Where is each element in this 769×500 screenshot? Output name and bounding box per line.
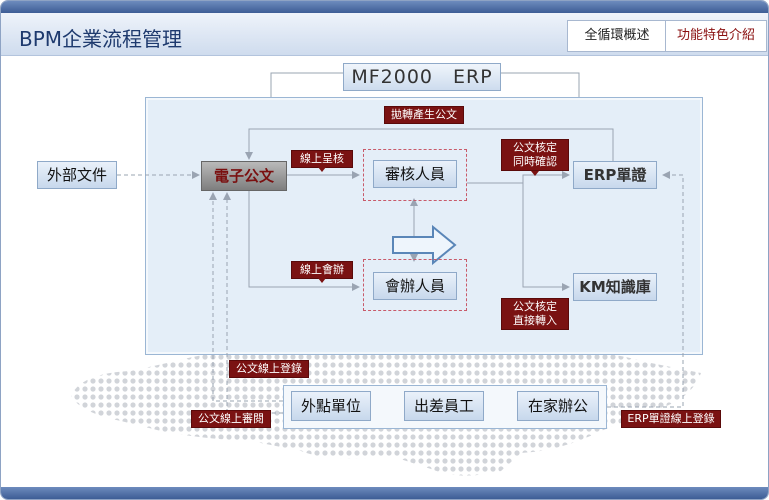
tag-line: 同時確認 bbox=[513, 155, 557, 168]
tag-online-review: 公文線上審閱 bbox=[191, 410, 271, 428]
system-title-box: MF2000 ERP bbox=[343, 63, 501, 91]
external-documents-node[interactable]: 外部文件 bbox=[37, 161, 117, 189]
remote-unit-node[interactable]: 外點單位 bbox=[291, 391, 371, 421]
tag-online-login: 公文線上登錄 bbox=[229, 360, 309, 378]
reviewer-frame bbox=[363, 149, 467, 201]
co-handler-node[interactable]: 會辦人員 bbox=[373, 272, 457, 300]
tag-pointer bbox=[318, 167, 326, 172]
erp-system-panel bbox=[145, 97, 703, 355]
page-title: BPM企業流程管理 bbox=[19, 27, 183, 51]
tag-approve-confirm: 公文核定 同時確認 bbox=[501, 139, 569, 171]
tag-line: 公文核定 bbox=[513, 300, 557, 313]
tag-online-cohandle: 線上會辦 bbox=[291, 261, 353, 279]
tag-line: 公文核定 bbox=[513, 141, 557, 154]
erp-voucher-node[interactable]: ERP單證 bbox=[573, 161, 657, 189]
bottom-bar bbox=[1, 487, 768, 499]
reviewer-node[interactable]: 審核人員 bbox=[373, 160, 457, 188]
nav-overview-button[interactable]: 全循環概述 bbox=[567, 20, 667, 52]
top-bar bbox=[1, 1, 768, 13]
business-trip-node[interactable]: 出差員工 bbox=[404, 391, 484, 421]
tag-erp-login: ERP單證線上登錄 bbox=[621, 410, 721, 428]
km-knowledge-node[interactable]: KM知識庫 bbox=[573, 273, 657, 301]
cohandler-frame bbox=[363, 259, 467, 311]
tag-online-submit: 線上呈核 bbox=[291, 150, 353, 168]
tag-line: 直接轉入 bbox=[513, 314, 557, 327]
e-document-node[interactable]: 電子公文 bbox=[201, 161, 287, 191]
tag-forward-create: 拋轉產生公文 bbox=[384, 106, 464, 124]
tag-pointer bbox=[318, 278, 326, 283]
work-from-home-node[interactable]: 在家辦公 bbox=[517, 391, 599, 421]
nav-features-button[interactable]: 功能特色介紹 bbox=[665, 20, 767, 52]
tag-pointer bbox=[531, 171, 539, 176]
tag-approve-transfer: 公文核定 直接轉入 bbox=[501, 298, 569, 330]
